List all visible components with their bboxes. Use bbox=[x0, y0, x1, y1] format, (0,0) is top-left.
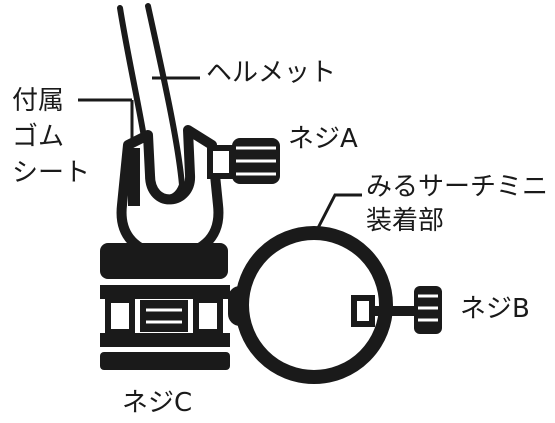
base-block bbox=[100, 243, 230, 370]
mount-ring bbox=[235, 226, 393, 384]
label-sheet-line2: ゴム bbox=[12, 122, 65, 152]
mount-leader bbox=[316, 193, 362, 229]
label-screw-c: ネジC bbox=[122, 388, 193, 418]
rubber-sheet bbox=[128, 148, 140, 206]
label-sheet-line3: シート bbox=[12, 158, 91, 188]
label-mount-line2: 装着部 bbox=[366, 206, 445, 236]
label-screw-b: ネジB bbox=[460, 294, 530, 324]
label-screw-a: ネジA bbox=[288, 124, 358, 154]
label-sheet-line1: 付属 bbox=[12, 86, 65, 116]
screw-a bbox=[207, 138, 280, 184]
label-helmet: ヘルメット bbox=[206, 58, 337, 88]
label-mount-line1: みるサーチミニ bbox=[366, 172, 549, 202]
screw-b bbox=[351, 286, 442, 334]
